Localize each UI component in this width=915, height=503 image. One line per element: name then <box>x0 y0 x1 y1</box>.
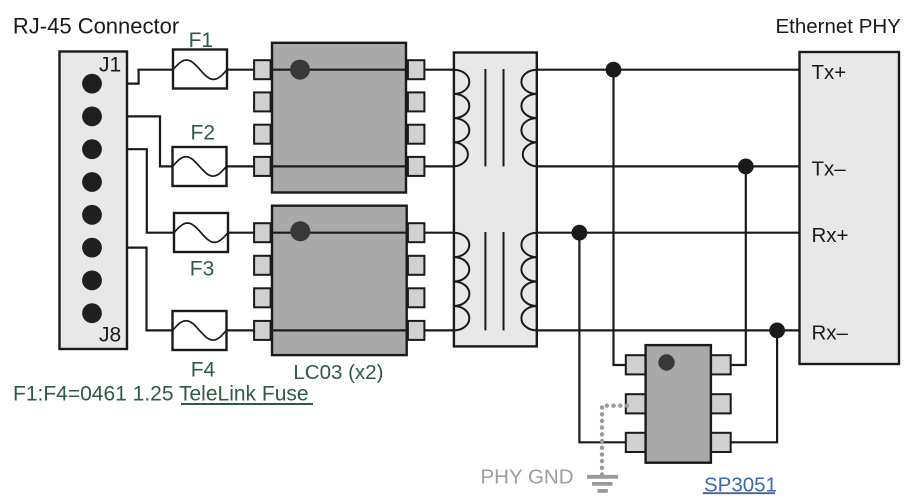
svg-text:SP3051: SP3051 <box>704 473 777 496</box>
svg-text:F2: F2 <box>191 121 216 144</box>
svg-text:Tx–: Tx– <box>812 158 847 181</box>
svg-text:F3: F3 <box>190 258 215 281</box>
svg-text:J8: J8 <box>99 324 121 347</box>
svg-text:Tx+: Tx+ <box>812 61 847 84</box>
svg-text:Rx+: Rx+ <box>812 224 849 247</box>
svg-text:F4: F4 <box>191 359 216 382</box>
svg-text:Ethernet PHY: Ethernet PHY <box>776 15 902 38</box>
svg-text:Rx–: Rx– <box>812 322 849 345</box>
svg-text:RJ-45 Connector: RJ-45 Connector <box>13 13 179 38</box>
svg-text:PHY GND: PHY GND <box>481 465 574 488</box>
svg-text:LC03 (x2): LC03 (x2) <box>293 361 383 384</box>
svg-text:J1: J1 <box>99 54 121 77</box>
svg-text:F1:F4=0461 1.25 TeleLink Fuse: F1:F4=0461 1.25 TeleLink Fuse <box>13 383 309 406</box>
svg-text:F1: F1 <box>189 29 214 52</box>
